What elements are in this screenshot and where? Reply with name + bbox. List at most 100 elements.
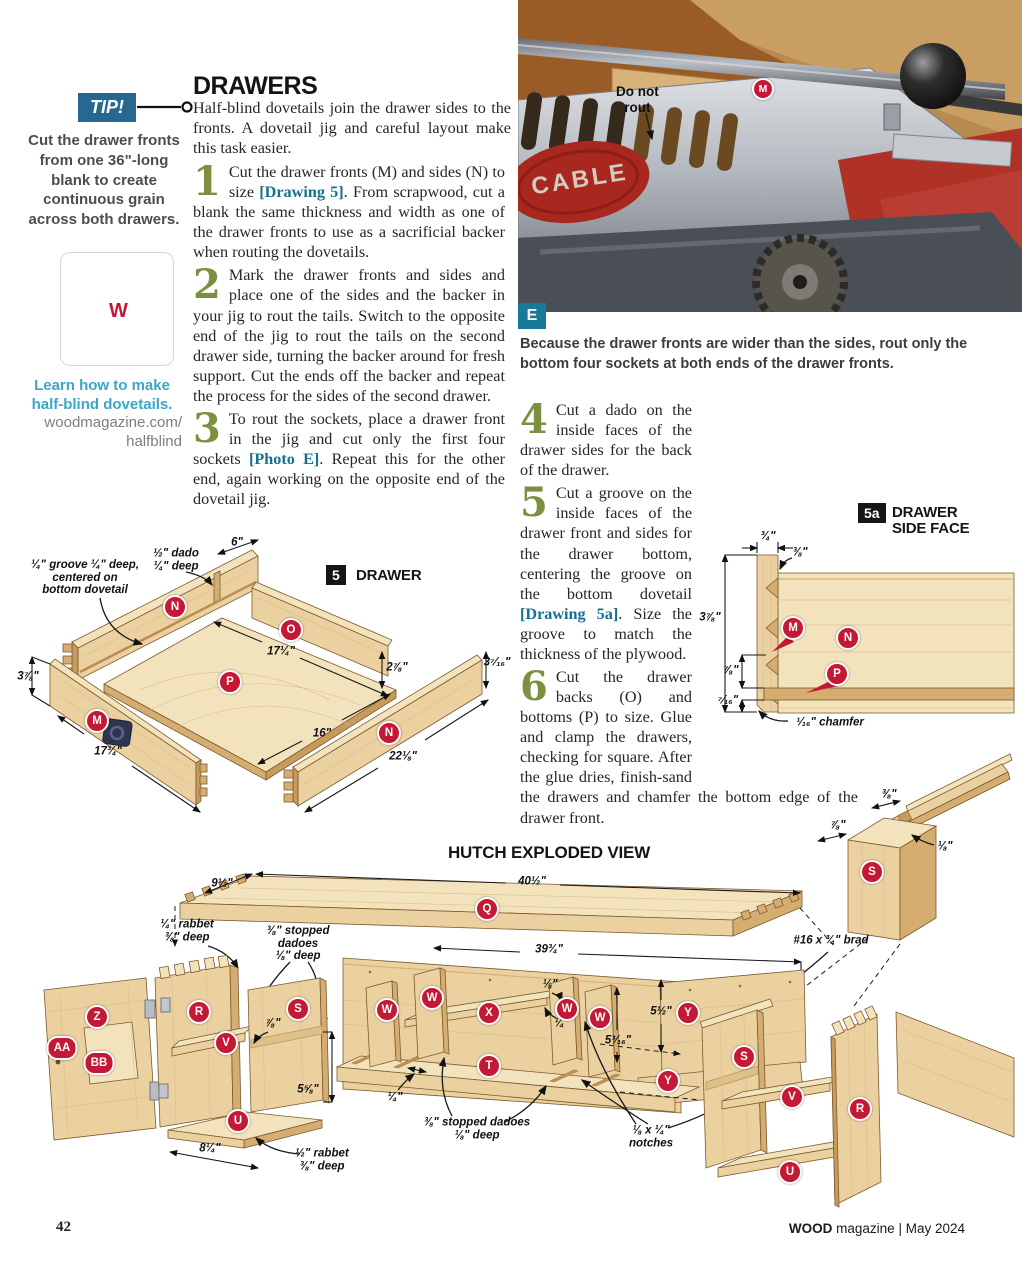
hutch-badge-y1: Y <box>676 1001 700 1025</box>
hutch-dado-upper-label: ⅜" stopped dadoes ⅛" deep <box>266 925 330 963</box>
step-1-number: 1 <box>193 158 221 205</box>
hutch-dim-5316: 5³⁄₁₆" <box>604 1034 632 1047</box>
d5-dim-16: 16" <box>312 727 332 740</box>
hutch-det-38: ⅜" <box>881 788 897 801</box>
intro-text: Half-blind dovetails join the drawer sid… <box>193 99 511 158</box>
d5-dim-side-l: 22⅛" <box>389 750 417 763</box>
d5a-dim-38: ⅜" <box>792 546 808 559</box>
xref-photo-e[interactable]: [Photo E] <box>248 450 320 469</box>
hutch-badge-s-detail: S <box>860 860 884 884</box>
hutch-dado-lower-label: ⅜" stopped dadoes ⅛" deep <box>423 1116 531 1141</box>
step-2-number: 2 <box>193 261 221 309</box>
hutch-badge-u2: U <box>778 1160 802 1184</box>
d5-badge-n1: N <box>163 595 187 619</box>
hutch-dim-14b: ¼" <box>387 1091 403 1104</box>
d5-dim-front-l: 17¾" <box>94 745 122 758</box>
drawing5a-title-1: DRAWER <box>892 504 958 521</box>
d5a-badge-n: N <box>836 626 860 650</box>
drawing5a-float-spacer <box>692 528 858 773</box>
page-number: 42 <box>56 1219 71 1235</box>
d5a-chamfer-label: ¹⁄₁₆" chamfer <box>796 716 864 729</box>
drawing5-title: DRAWER <box>356 567 422 584</box>
d5a-badge-m: M <box>781 616 805 640</box>
d5-badge-m: M <box>85 709 109 733</box>
photo-annotation: Do not rout <box>616 84 659 115</box>
hutch-badge-t: T <box>477 1054 501 1078</box>
hutch-dim-3934: 39¾" <box>535 943 563 956</box>
xref-drawing-5a[interactable]: [Drawing 5a] <box>520 604 619 623</box>
step-6-number: 6 <box>520 663 548 711</box>
hutch-badge-z: Z <box>85 1005 109 1029</box>
d5-badge-n2: N <box>377 721 401 745</box>
hutch-dim-912: 9½" <box>211 877 233 890</box>
hutch-dim-558: 5⅝" <box>297 1083 319 1096</box>
d5-dim-side-h: 3⁷⁄₁₆" <box>483 656 511 669</box>
hutch-badge-v2: V <box>780 1085 804 1109</box>
d5-dim-back-h: 2⅞" <box>386 661 408 674</box>
d5-dado-label: ½" dado ¼" deep <box>153 547 199 572</box>
hutch-badge-r2: R <box>848 1097 872 1121</box>
step-4-number: 4 <box>520 396 548 443</box>
hutch-dim-18: ⅛" <box>542 978 558 991</box>
d5-badge-p: P <box>218 670 242 694</box>
hutch-dim-512: 5½" <box>650 1005 672 1018</box>
step-5-number: 5 <box>520 479 548 527</box>
d5-groove-label: ¼" groove ¼" deep, centered on bottom do… <box>30 559 140 597</box>
tip-text: Cut the drawer fronts from one 36"-long … <box>28 132 180 229</box>
hutch-badge-w2: W <box>420 986 444 1010</box>
d5a-dim-378: 3⅞" <box>699 611 721 624</box>
hutch-badge-y2: Y <box>656 1069 680 1093</box>
hutch-rabbet-top-label: ¼" rabbet ⅜" deep <box>160 918 214 943</box>
hutch-badge-r1: R <box>187 1000 211 1024</box>
page-title: DRAWERS <box>193 72 318 100</box>
hutch-badge-w4: W <box>588 1006 612 1030</box>
hutch-badge-s1: S <box>286 997 310 1021</box>
drawing5-number: 5 <box>326 565 346 585</box>
photo-dovetail-jig <box>518 0 1022 312</box>
tip-label: TIP! <box>90 97 124 117</box>
hutch-dim-4012: 40½" <box>518 875 546 888</box>
hutch-dim-78: ⅞" <box>265 1017 281 1030</box>
qr-logo-letter: W <box>109 300 128 322</box>
d5-dim-6: 6" <box>231 536 243 549</box>
photo-label-e: E <box>518 303 546 329</box>
photo-badge-m: M <box>752 78 774 100</box>
drawing5a-title-2: SIDE FACE <box>892 520 970 537</box>
d5a-dim-716: ⁷⁄₁₆" <box>717 694 739 707</box>
hutch-title: HUTCH EXPLODED VIEW <box>447 843 651 862</box>
hutch-badge-v1: V <box>214 1031 238 1055</box>
hutch-brad-label: #16 x ¾" brad <box>793 934 869 947</box>
hutch-badge-aa: AA <box>46 1036 78 1060</box>
hutch-notches-label: ⅛ x ¼" notches <box>628 1124 674 1149</box>
hutch-badge-x: X <box>477 1001 501 1025</box>
footer-brand: WOOD <box>788 1221 833 1236</box>
hutch-dim-814: 8¼" <box>199 1142 221 1155</box>
tip-box: TIP! <box>78 93 136 122</box>
hutch-badge-w1: W <box>375 998 399 1022</box>
jig-brand-text: CABLE <box>529 158 631 201</box>
d5a-badge-p: P <box>825 662 849 686</box>
photo-caption: Because the drawer fronts are wider than… <box>520 336 968 372</box>
hutch-det-18: ⅛" <box>937 840 953 853</box>
hutch-badge-q: Q <box>475 897 499 921</box>
d5-dim-17q: 17¼" <box>267 645 295 658</box>
qr-caption: Learn how to make half-blind dovetails. <box>31 377 173 413</box>
step-3-number: 3 <box>193 404 221 452</box>
d5a-dim-34: ¾" <box>760 530 776 543</box>
qr-url: woodmagazine.com/halfblind <box>44 414 182 450</box>
xref-drawing-5[interactable]: [Drawing 5] <box>259 183 344 202</box>
hutch-badge-s2: S <box>732 1045 756 1069</box>
hutch-badge-w3: W <box>555 997 579 1021</box>
drawing5a-number: 5a <box>858 503 886 523</box>
d5a-dim-78: ⅞" <box>723 664 739 677</box>
hutch-det-78: ⅞" <box>830 819 846 832</box>
